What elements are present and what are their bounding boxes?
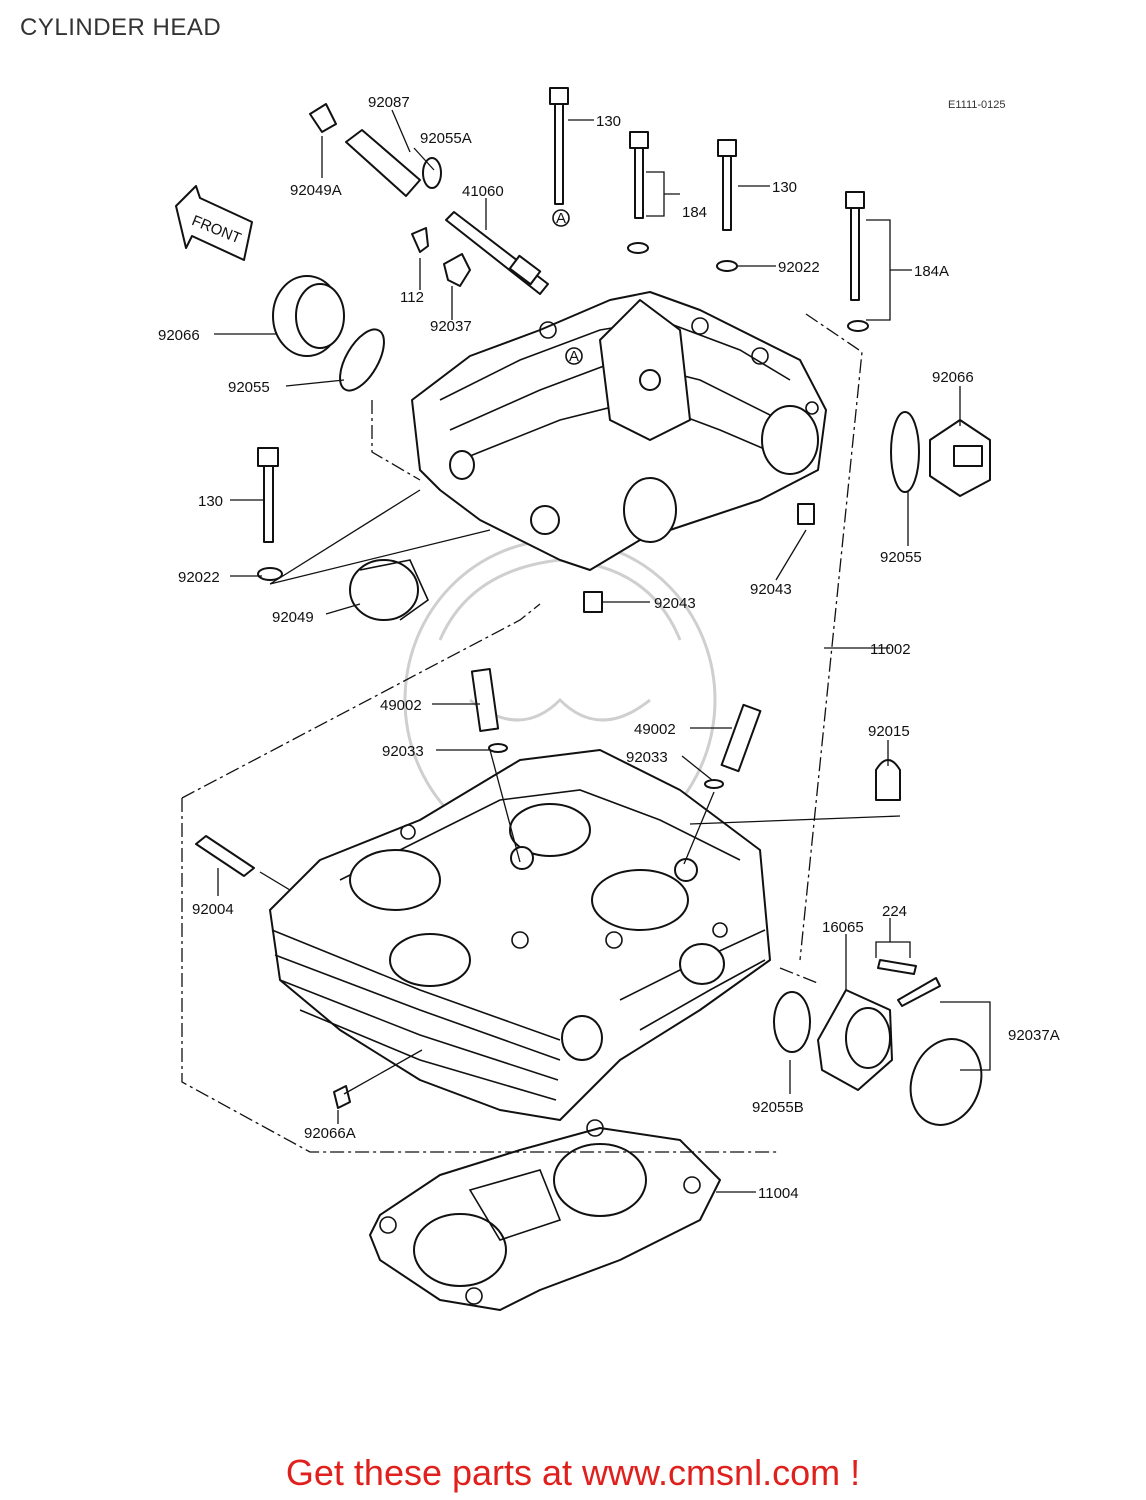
callout-92015: 92015 — [868, 723, 910, 740]
callout-92037: 92037 — [430, 318, 472, 335]
callout-49002-left: 49002 — [380, 697, 422, 714]
callout-92049: 92049 — [272, 609, 314, 626]
cylinder-head-cover — [411, 291, 827, 571]
leader-lines — [214, 109, 991, 1193]
diagram-ref-code: E1111-0125 — [948, 99, 1006, 111]
callout-184A: 184A — [914, 263, 949, 280]
callout-130-mid: 130 — [772, 179, 797, 196]
marker-a-cover: A — [569, 348, 579, 365]
callout-184: 184 — [682, 204, 707, 221]
callout-92004: 92004 — [192, 901, 234, 918]
callout-92066-right: 92066 — [932, 369, 974, 386]
callout-92022-top: 92022 — [778, 259, 820, 276]
callout-92022-left: 92022 — [178, 569, 220, 586]
callout-41060: 41060 — [462, 183, 504, 200]
callout-130-top: 130 — [596, 113, 621, 130]
page-title: CYLINDER HEAD — [20, 14, 222, 41]
callout-92049A: 92049A — [290, 182, 342, 199]
front-arrow-icon: FRONT — [175, 185, 253, 261]
callout-49002-right: 49002 — [634, 721, 676, 738]
assembly-lines — [181, 313, 863, 1153]
marker-a-top: A — [556, 210, 566, 227]
callout-labels: 92087 92055A 92049A 41060 130 184 130 92… — [158, 94, 1060, 1202]
callout-130-left: 130 — [198, 493, 223, 510]
callout-92033-right: 92033 — [626, 749, 668, 766]
callout-92043-left: 92043 — [654, 595, 696, 612]
callout-224: 224 — [882, 903, 907, 920]
callout-92066A: 92066A — [304, 1125, 356, 1142]
cylinder-head-gasket — [369, 1119, 721, 1311]
callout-92043-right: 92043 — [750, 581, 792, 598]
callout-92055-left: 92055 — [228, 379, 270, 396]
callout-92066-left: 92066 — [158, 327, 200, 344]
cylinder-head-body — [269, 749, 771, 1121]
callout-92087: 92087 — [368, 94, 410, 111]
callout-16065: 16065 — [822, 919, 864, 936]
callout-112: 112 — [400, 289, 424, 306]
callout-11004: 11004 — [758, 1185, 799, 1202]
callout-92055-right: 92055 — [880, 549, 922, 566]
callout-92033-left: 92033 — [382, 743, 424, 760]
callout-92055B: 92055B — [752, 1099, 804, 1116]
small-parts — [195, 87, 991, 1126]
callout-92037A: 92037A — [1008, 1027, 1060, 1044]
callout-11002: 11002 — [870, 641, 911, 658]
callout-92055A: 92055A — [420, 130, 472, 147]
cmsnl-parts-link[interactable]: Get these parts at www.cmsnl.com ! — [285, 1452, 861, 1493]
